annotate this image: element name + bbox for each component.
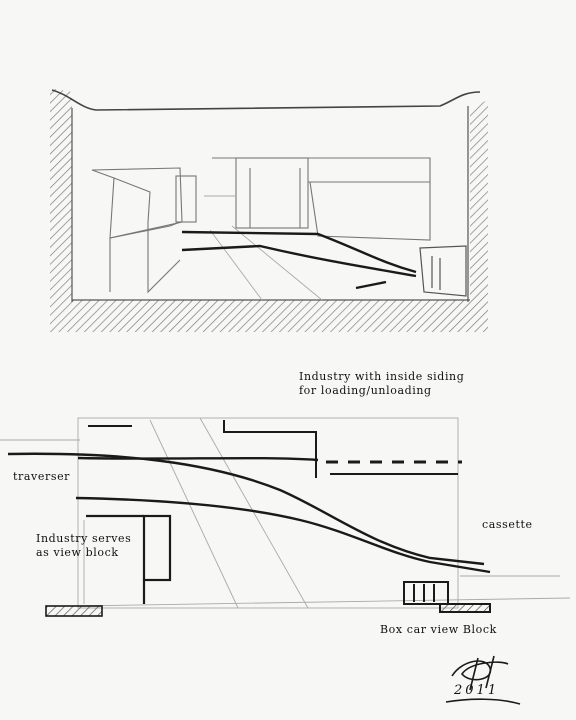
frame-hatching [50, 88, 488, 332]
label-industry-view-block-line1: Industry serves [36, 532, 132, 545]
plan-tracks [7, 452, 491, 574]
label-industry-view-block-line2: as view block [36, 546, 119, 559]
industry-with-siding [88, 420, 458, 478]
left-building-perspective [91, 167, 197, 294]
frame-top-edge [51, 89, 481, 111]
industry-view-block [83, 514, 172, 604]
label-cassette: cassette [482, 518, 533, 531]
floor-guidelines [204, 195, 323, 301]
boxcar-perspective [419, 245, 467, 297]
traverser-bar [45, 605, 103, 617]
label-industry-siding-line2: for loading/unloading [299, 384, 432, 397]
plan-guidelines [0, 417, 571, 609]
label-industry-siding-line1: Industry with inside siding [299, 370, 465, 383]
perspective-sketch [50, 88, 488, 332]
label-industry-view-block: Industry serves as view block [36, 532, 131, 560]
label-industry-siding: Industry with inside siding for loading/… [299, 370, 464, 398]
label-traverser: traverser [13, 470, 71, 483]
label-boxcar-view-block: Box car view Block [380, 623, 497, 636]
signature-year: 2011 [454, 683, 500, 698]
plan-sketch [0, 417, 571, 617]
boxcar-view-block [403, 581, 491, 613]
artist-signature [445, 655, 521, 705]
track-perspective [181, 230, 417, 290]
back-building-perspective [212, 157, 431, 241]
